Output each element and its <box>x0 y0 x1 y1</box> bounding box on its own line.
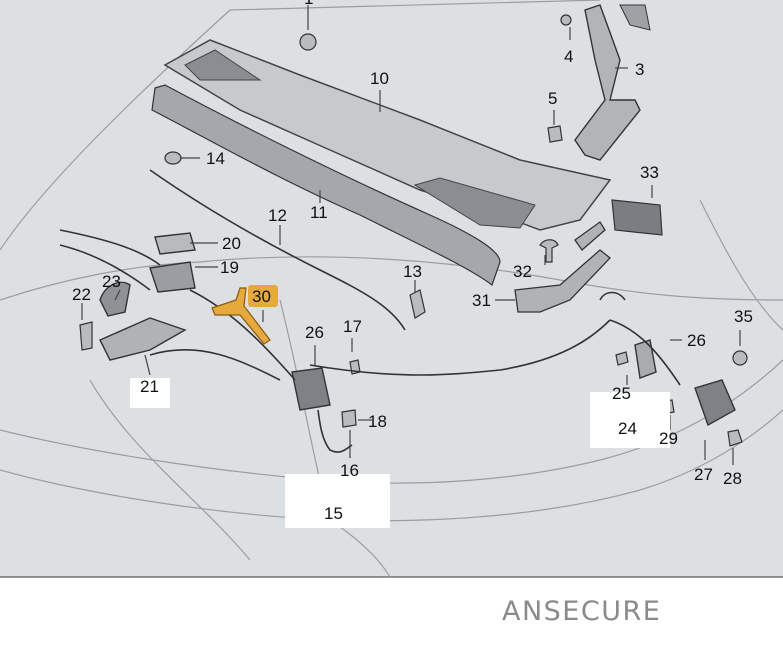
callout-5: 5 <box>548 89 557 108</box>
callout-27: 27 <box>694 465 713 484</box>
label-backgrounds <box>130 378 670 528</box>
callout-1: 1 <box>304 0 313 8</box>
callout-26-left: 26 <box>305 323 324 342</box>
callout-22: 22 <box>72 285 91 304</box>
callout-14: 14 <box>206 149 225 168</box>
callout-3: 3 <box>635 60 644 79</box>
cowl-seal-strip <box>151 84 501 286</box>
car-body-outline <box>0 0 783 578</box>
cowl-panel <box>163 39 612 231</box>
callout-24: 24 <box>618 419 637 438</box>
callout-33: 33 <box>640 163 659 182</box>
callout-35: 35 <box>734 307 753 326</box>
callout-4: 4 <box>564 47 573 66</box>
callout-28: 28 <box>723 469 742 488</box>
release-cables <box>59 169 681 453</box>
callout-29: 29 <box>659 429 678 448</box>
callout-15: 15 <box>324 504 343 523</box>
callout-19: 19 <box>220 258 239 277</box>
watermark-text: ANSECURE <box>502 596 662 627</box>
hardware-parts <box>79 14 748 447</box>
support-brackets <box>514 221 611 313</box>
callout-13: 13 <box>403 262 422 281</box>
callout-12: 12 <box>268 206 287 225</box>
callout-10: 10 <box>370 69 389 88</box>
callout-30: 30 <box>252 287 271 306</box>
callout-labels: 1 4 3 5 10 14 11 12 33 20 19 13 32 31 23… <box>72 0 753 523</box>
callout-20: 20 <box>222 234 241 253</box>
callout-23: 23 <box>102 272 121 291</box>
callout-18: 18 <box>368 412 387 431</box>
hood-hinge <box>574 4 651 161</box>
highlighted-part-30 <box>211 287 271 345</box>
callout-26-right: 26 <box>687 331 706 350</box>
callout-30-highlight-box <box>248 285 278 307</box>
callout-31: 31 <box>472 291 491 310</box>
callout-32: 32 <box>513 262 532 281</box>
callout-11: 11 <box>310 203 328 222</box>
callout-25: 25 <box>612 384 631 403</box>
callout-17: 17 <box>343 317 362 336</box>
callout-21: 21 <box>140 377 159 396</box>
diagram-background <box>0 0 783 577</box>
callout-16: 16 <box>340 461 359 480</box>
